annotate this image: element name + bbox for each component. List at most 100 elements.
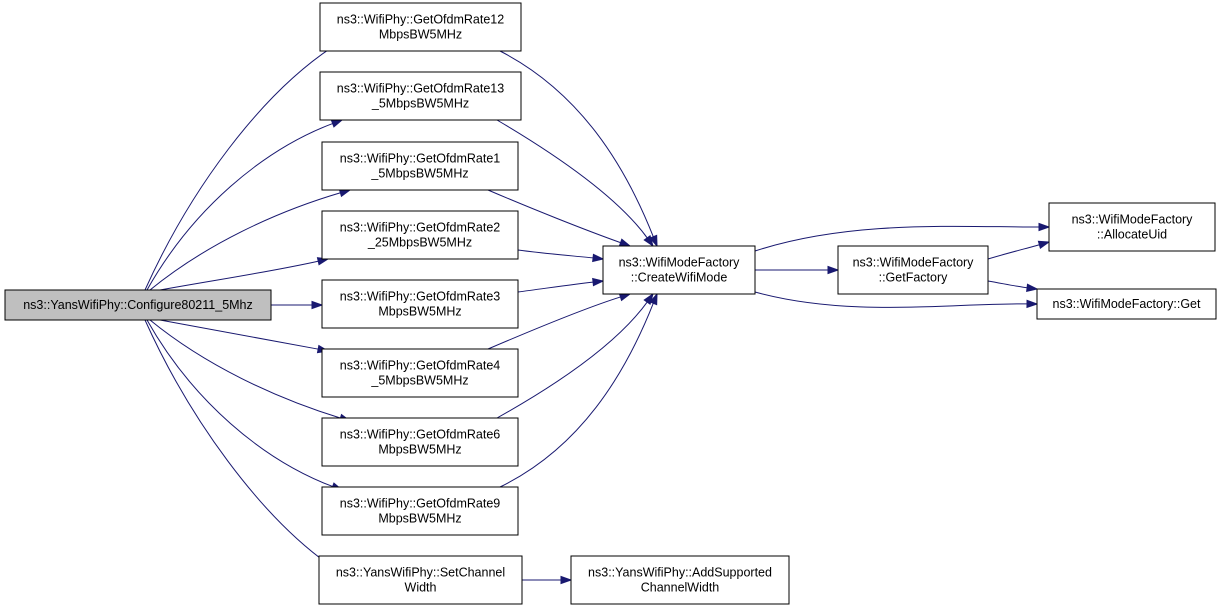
node-box[interactable] bbox=[319, 2, 522, 52]
node-label: _5MbpsBW5MHz bbox=[370, 167, 468, 181]
edge-line bbox=[144, 46, 333, 291]
node-label: MbpsBW5MHz bbox=[379, 28, 462, 42]
node-allocateuid[interactable]: ns3::WifiModeFactory::AllocateUid bbox=[1048, 202, 1216, 252]
edge-getfactory-to-get bbox=[987, 280, 1039, 293]
edge-line bbox=[487, 189, 622, 244]
node-label: MbpsBW5MHz bbox=[378, 305, 461, 319]
node-rate13_5[interactable]: ns3::WifiPhy::GetOfdmRate13_5MbpsBW5MHz bbox=[319, 71, 522, 121]
node-label: _25MbpsBW5MHz bbox=[367, 236, 472, 250]
arrow-head-icon bbox=[618, 238, 632, 247]
arrow-head-icon bbox=[1038, 222, 1051, 232]
node-createmode[interactable]: ns3::WifiModeFactory::CreateWifiMode bbox=[602, 245, 756, 295]
edge-line bbox=[987, 243, 1041, 260]
edge-rate9-to-createmode bbox=[499, 292, 658, 488]
arrow-head-icon bbox=[649, 292, 658, 306]
edge-line bbox=[149, 319, 342, 419]
node-box[interactable] bbox=[318, 555, 523, 605]
edge-createmode-to-get bbox=[754, 291, 1039, 309]
edge-line bbox=[754, 291, 1029, 308]
node-box[interactable] bbox=[321, 141, 519, 191]
node-label: ns3::YansWifiPhy::SetChannel bbox=[336, 566, 505, 580]
edge-rate3-to-createmode bbox=[517, 277, 605, 293]
edge-configure-to-rate4_5 bbox=[159, 319, 330, 354]
node-rate2_25[interactable]: ns3::WifiPhy::GetOfdmRate2_25MbpsBW5MHz bbox=[321, 210, 519, 260]
node-label: ns3::YansWifiPhy::Configure80211_5Mhz bbox=[23, 298, 253, 312]
edge-line bbox=[499, 50, 655, 238]
edge-line bbox=[754, 225, 1041, 252]
node-label: ns3::WifiPhy::GetOfdmRate9 bbox=[340, 497, 501, 511]
arrow-head-icon bbox=[649, 234, 658, 248]
edge-rate4_5-to-createmode bbox=[487, 292, 632, 350]
edge-configure-to-setchannel bbox=[144, 319, 337, 570]
node-box[interactable] bbox=[321, 486, 519, 536]
node-label: ::CreateWifiMode bbox=[631, 271, 728, 285]
edge-line bbox=[517, 281, 595, 293]
arrow-head-icon bbox=[311, 300, 324, 310]
node-label: Width bbox=[405, 581, 437, 595]
node-label: ChannelWidth bbox=[641, 581, 720, 595]
arrow-head-icon bbox=[330, 119, 344, 128]
edge-rate2_25-to-createmode bbox=[517, 249, 605, 263]
arrow-head-icon bbox=[643, 234, 654, 248]
edge-configure-to-rate3 bbox=[271, 300, 324, 310]
arrow-head-icon bbox=[592, 253, 605, 263]
node-getfactory[interactable]: ns3::WifiModeFactory::GetFactory bbox=[837, 245, 989, 295]
node-box[interactable] bbox=[321, 417, 519, 467]
edges-layer bbox=[144, 41, 1051, 585]
node-rate1_5[interactable]: ns3::WifiPhy::GetOfdmRate1_5MbpsBW5MHz bbox=[321, 141, 519, 191]
node-label: ns3::WifiPhy::GetOfdmRate12 bbox=[337, 13, 504, 27]
edge-createmode-to-allocateuid bbox=[754, 222, 1051, 252]
node-box[interactable] bbox=[1048, 202, 1216, 252]
edge-line bbox=[149, 192, 342, 291]
node-label: MbpsBW5MHz bbox=[378, 443, 461, 457]
node-label: ns3::YansWifiPhy::AddSupported bbox=[588, 566, 772, 580]
node-label: ::AllocateUid bbox=[1097, 228, 1167, 242]
node-label: ns3::WifiPhy::GetOfdmRate6 bbox=[340, 428, 501, 442]
node-box[interactable] bbox=[321, 279, 519, 329]
node-configure[interactable]: ns3::YansWifiPhy::Configure80211_5Mhz bbox=[4, 289, 272, 321]
edge-line bbox=[499, 302, 655, 488]
node-label: MbpsBW5MHz bbox=[378, 512, 461, 526]
edge-rate12-to-createmode bbox=[499, 50, 658, 248]
node-label: ns3::WifiPhy::GetOfdmRate3 bbox=[340, 290, 501, 304]
node-box[interactable] bbox=[1036, 288, 1217, 320]
node-label: ns3::WifiPhy::GetOfdmRate4 bbox=[340, 359, 501, 373]
arrow-head-icon bbox=[1026, 299, 1039, 309]
edge-line bbox=[159, 319, 320, 350]
edge-configure-to-rate2_25 bbox=[159, 257, 330, 291]
node-box[interactable] bbox=[321, 210, 519, 260]
edge-line bbox=[146, 319, 334, 488]
node-box[interactable] bbox=[602, 245, 756, 295]
arrow-head-icon bbox=[1037, 240, 1051, 250]
node-label: ns3::WifiModeFactory bbox=[1072, 213, 1194, 227]
edge-configure-to-rate9 bbox=[146, 319, 344, 491]
node-box[interactable] bbox=[321, 348, 519, 398]
node-label: _5MbpsBW5MHz bbox=[371, 97, 469, 111]
node-box[interactable] bbox=[319, 71, 522, 121]
node-label: ns3::WifiModeFactory bbox=[853, 256, 975, 270]
node-rate4_5[interactable]: ns3::WifiPhy::GetOfdmRate4_5MbpsBW5MHz bbox=[321, 348, 519, 398]
node-box[interactable] bbox=[4, 289, 272, 321]
node-addsupported[interactable]: ns3::YansWifiPhy::AddSupportedChannelWid… bbox=[570, 555, 790, 605]
arrow-head-icon bbox=[618, 292, 632, 302]
node-label: ns3::WifiModeFactory bbox=[619, 256, 741, 270]
edge-line bbox=[487, 296, 622, 350]
node-box[interactable] bbox=[837, 245, 989, 295]
edge-line bbox=[517, 249, 595, 259]
edge-configure-to-rate13_5 bbox=[146, 119, 344, 291]
edge-line bbox=[144, 319, 328, 565]
edge-setchannel-to-addsupported bbox=[522, 575, 573, 585]
edge-createmode-to-getfactory bbox=[755, 265, 840, 275]
node-label: ns3::WifiPhy::GetOfdmRate13 bbox=[337, 82, 504, 96]
node-label: _5MbpsBW5MHz bbox=[370, 374, 468, 388]
node-get[interactable]: ns3::WifiModeFactory::Get bbox=[1036, 288, 1217, 320]
node-box[interactable] bbox=[570, 555, 790, 605]
node-label: ns3::WifiPhy::GetOfdmRate2 bbox=[340, 221, 501, 235]
edge-line bbox=[146, 122, 334, 291]
